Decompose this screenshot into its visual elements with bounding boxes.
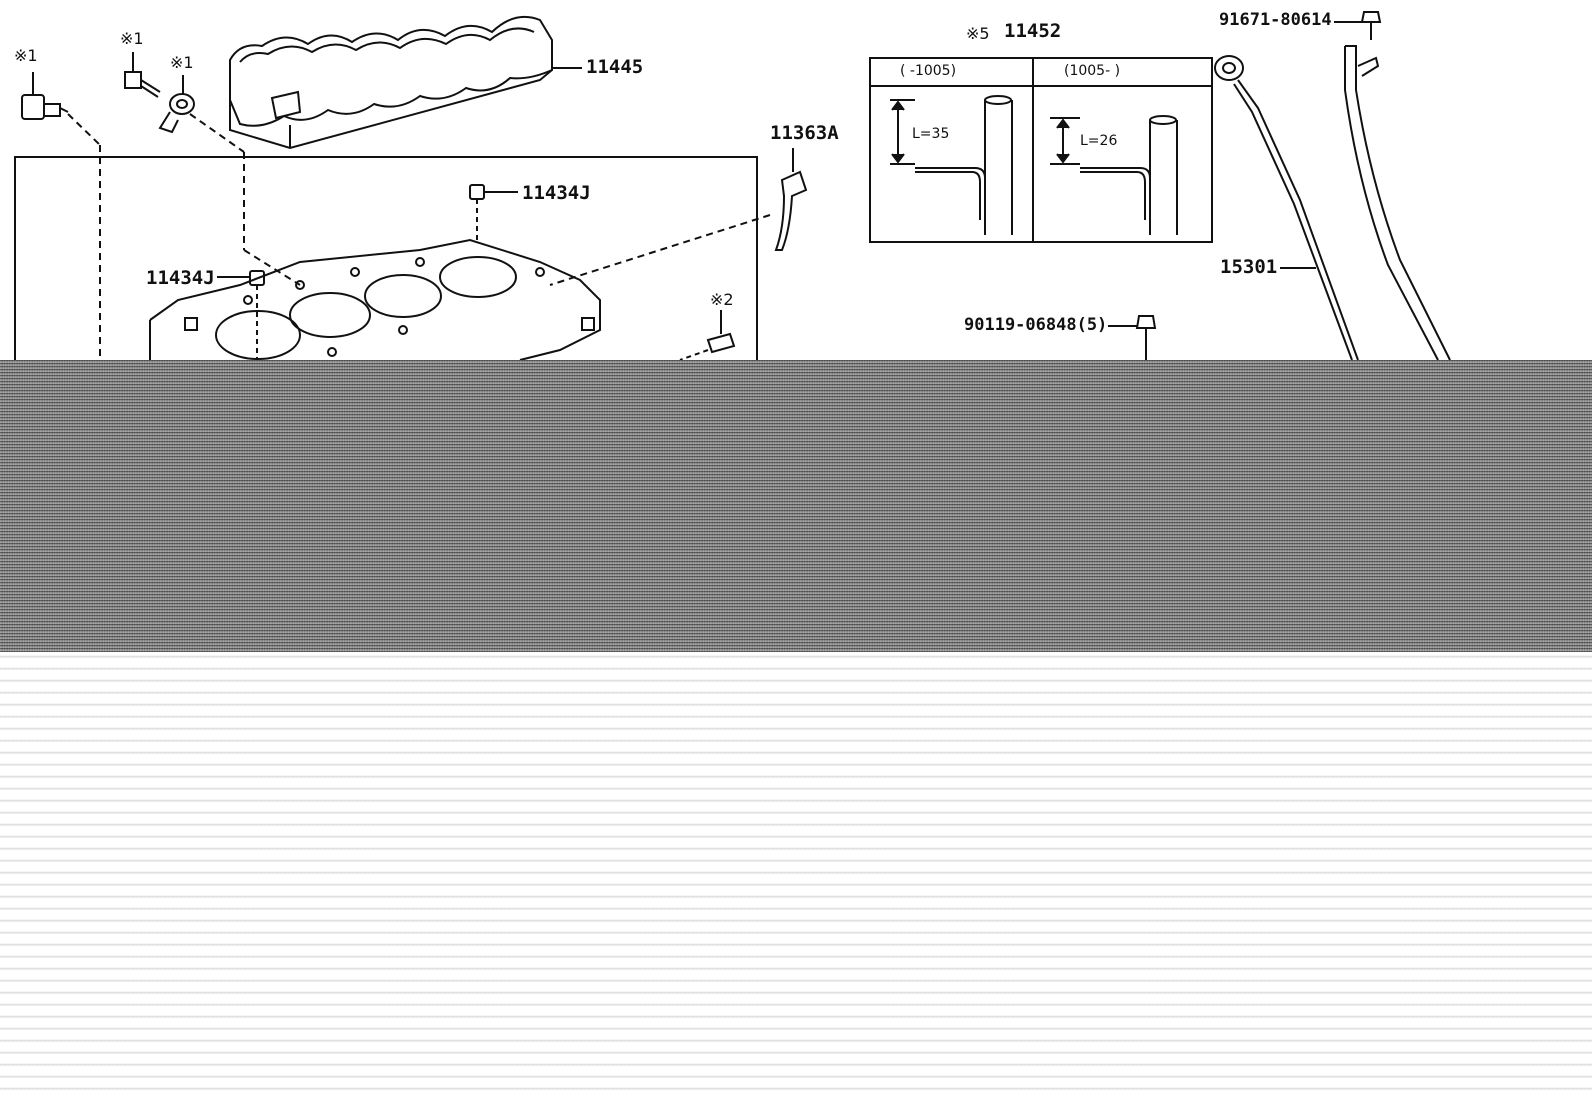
label-11434j-top[interactable]: 11434J [522,182,591,204]
bolt-90119-icon [1135,315,1157,360]
bolt-91671-icon [1360,11,1382,40]
scan-noise-band [0,360,1592,652]
pin-icon [706,310,736,354]
leader-sensor [67,113,101,146]
scan-noise-lower [0,652,1592,1099]
sensor-icon [21,72,69,120]
block-frame [14,156,758,360]
guide-tube-icon [1344,45,1451,361]
label-91671[interactable]: 91671-80614 [1219,10,1332,30]
inset-col1-header: ( -1005) [900,63,957,79]
label-15301[interactable]: 15301 [1220,256,1278,278]
note-inset: ※5 [966,24,990,43]
note-bolt: ※1 [120,29,144,48]
inset-col2-header: (1005- ) [1064,63,1121,79]
note-fitting: ※1 [170,53,194,72]
label-90119[interactable]: 90119-06848(5) [964,315,1108,335]
label-11445[interactable]: 11445 [586,56,644,78]
dowel-top-icon [469,184,485,200]
bracket-icon [774,148,808,251]
leader-bolt [189,113,245,153]
cylinder-block-icon [149,238,601,361]
inset-box [869,57,1213,243]
label-11363a[interactable]: 11363A [770,122,839,144]
label-11434j-left[interactable]: 11434J [146,267,215,289]
note-sensor: ※1 [14,46,38,65]
note-pin: ※2 [710,290,734,309]
jacket-spacer-icon [229,16,553,150]
label-11452[interactable]: 11452 [1004,20,1062,42]
inset-l1: L=35 [912,126,950,142]
fitting-icon [158,75,195,134]
bolt-icon [124,52,161,98]
inset-l2: L=26 [1080,133,1118,149]
dipstick-icon [1214,55,1359,361]
